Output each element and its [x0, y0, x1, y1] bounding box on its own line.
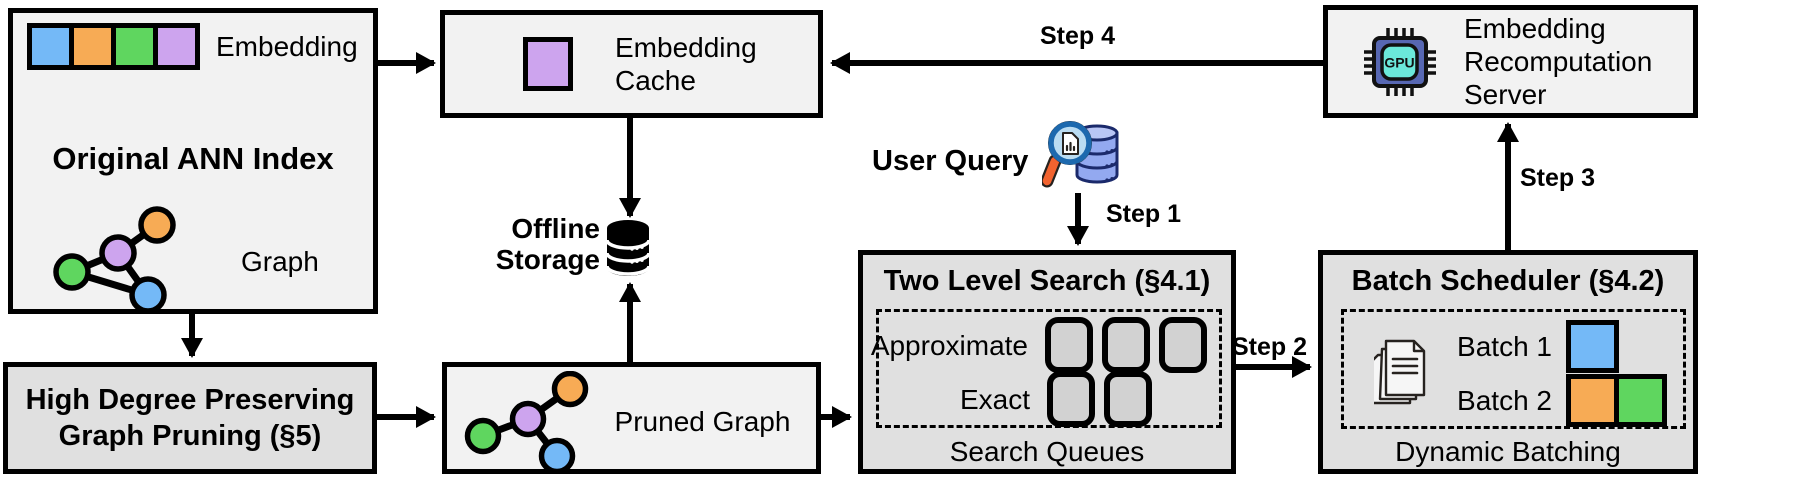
approximate-label: Approximate — [870, 329, 1028, 361]
graph-pruning-line2: Graph Pruning (§5) — [58, 420, 322, 452]
step-4-label: Step 4 — [1040, 22, 1116, 50]
exact-queue-slot — [1104, 371, 1152, 427]
embedding-cell-purple — [158, 28, 195, 65]
offline-storage-label: Offline Storage — [420, 213, 600, 275]
embedding-cell-green — [116, 28, 153, 65]
two-level-search-box: Two Level Search (§4.1) Approximate Exac… — [858, 250, 1236, 474]
approximate-queue-slot — [1045, 317, 1093, 373]
batch-2-label: Batch 2 — [1457, 385, 1552, 416]
ann-graph-icon — [53, 206, 176, 314]
approximate-queue-slot — [1159, 317, 1207, 373]
two-level-search-title: Two Level Search (§4.1) — [883, 265, 1211, 297]
original-ann-index-box: Embedding Original ANN Index Graph — [8, 8, 378, 314]
batch-2-embedding-green — [1614, 374, 1667, 427]
server-label-line3: Server — [1464, 79, 1547, 110]
gpu-chip-text: GPU — [1384, 54, 1414, 70]
embedding-cell-blue — [32, 28, 69, 65]
graph-label: Graph — [241, 246, 319, 277]
offline-storage-line2: Storage — [495, 244, 600, 275]
search-queues-dashed-area: Approximate Exact — [871, 309, 1222, 428]
batch-1-label: Batch 1 — [1457, 331, 1552, 362]
approximate-queue-slot — [1102, 317, 1150, 373]
step-2-label: Step 2 — [1232, 333, 1308, 361]
embedding-vector: Embedding — [27, 23, 358, 70]
server-label-line2: Recomputation — [1464, 46, 1653, 77]
batch-scheduler-title: Batch Scheduler (§4.2) — [1351, 265, 1665, 297]
search-queues-label: Search Queues — [949, 436, 1145, 467]
graph-pruning-box: High Degree Preserving Graph Pruning (§5… — [3, 362, 377, 474]
user-query-icon — [1042, 121, 1119, 188]
embedding-cache-label-line1: Embedding — [615, 32, 757, 63]
batch-scheduler-box: Batch Scheduler (§4.2) Batch 1 — [1318, 250, 1698, 474]
offline-storage-line1: Offline — [511, 213, 600, 244]
exact-queue-slot — [1047, 371, 1095, 427]
step-1-label: Step 1 — [1106, 200, 1182, 228]
gpu-icon: GPU — [1364, 27, 1436, 96]
graph-pruning-line1: High Degree Preserving — [25, 384, 355, 416]
dynamic-batching-dashed-area: Batch 1 Batch 2 — [1341, 309, 1686, 429]
recomputation-server-box: GPU Embedding Recomputation Server — [1323, 5, 1698, 118]
offline-storage-database-icon — [605, 220, 651, 276]
pruned-graph-icon — [464, 371, 589, 473]
embedding-cache-box: Embedding Cache — [440, 10, 823, 118]
step-3-label: Step 3 — [1520, 164, 1596, 192]
queries-documents-icon — [1374, 339, 1426, 405]
user-query-label: User Query — [872, 145, 1029, 177]
batch-1-embedding-blue — [1566, 320, 1619, 373]
server-label-line1: Embedding — [1464, 13, 1606, 44]
embedding-label: Embedding — [216, 31, 358, 62]
dynamic-batching-label: Dynamic Batching — [1395, 436, 1621, 467]
pruned-graph-box: Pruned Graph — [442, 362, 821, 474]
batch-2-embeddings — [1566, 374, 1667, 427]
ann-index-title: Original ANN Index — [52, 141, 334, 176]
batch-2-embedding-orange — [1566, 374, 1619, 427]
pruned-graph-label: Pruned Graph — [614, 406, 791, 437]
embedding-cache-label-line2: Cache — [615, 65, 696, 96]
cached-embedding-icon — [523, 37, 573, 91]
embedding-vector-icon — [27, 23, 200, 70]
embedding-cell-orange — [74, 28, 111, 65]
exact-label: Exact — [959, 383, 1030, 415]
